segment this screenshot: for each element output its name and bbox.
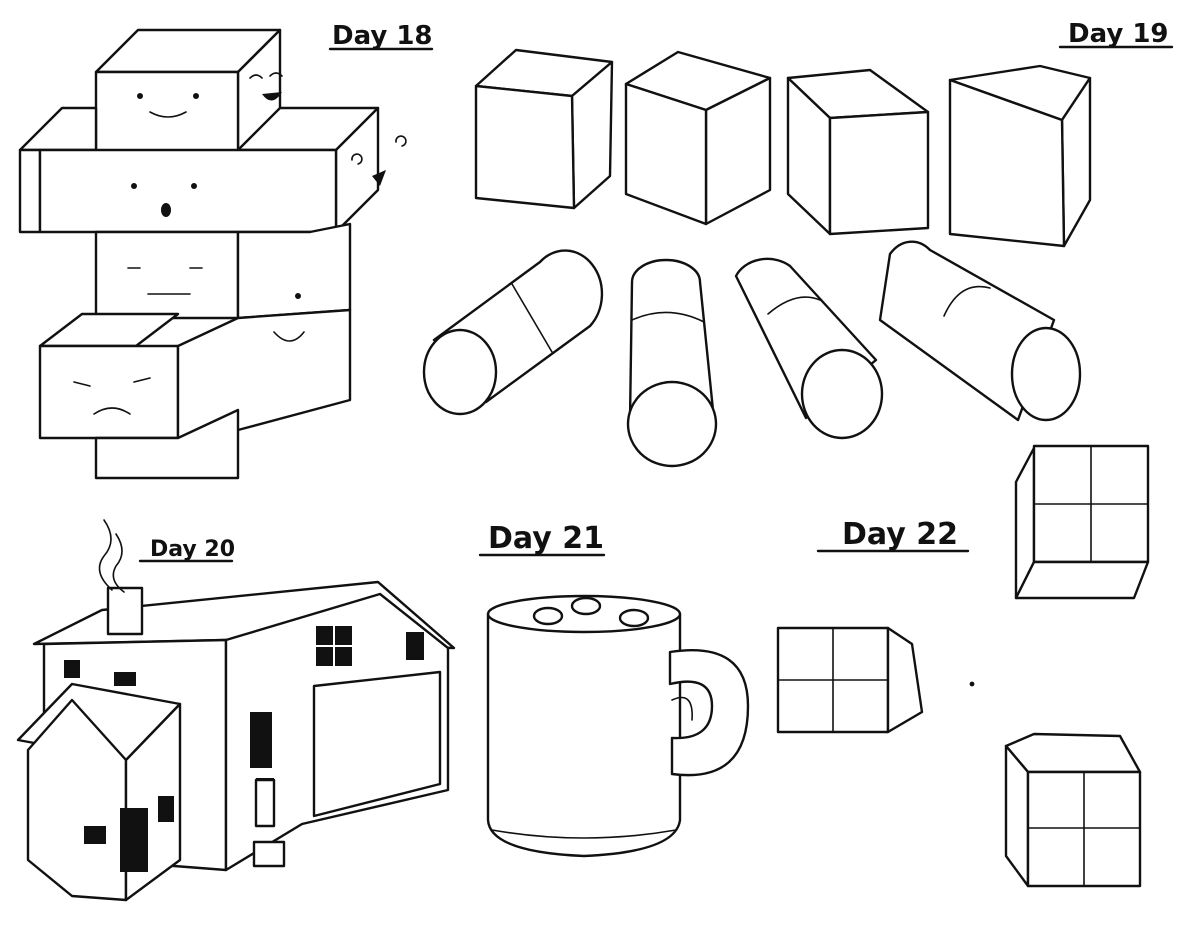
day19-label: Day 19 [1068,19,1169,49]
day21-label: Day 21 [488,521,604,556]
day19-cylinder-4 [878,240,1082,422]
day19-cube-1 [474,48,614,210]
day18-label: Day 18 [332,21,433,51]
day19-cube-3 [786,68,930,236]
vanishing-point-dot [969,681,975,687]
day22-label: Day 22 [842,517,958,552]
day19-cube-2 [624,50,772,226]
face-surprised-center [131,183,197,217]
day20-label: Day 20 [150,537,235,562]
day22-cube-top-right [1014,444,1150,600]
day19-cylinder-2 [626,258,718,468]
day20-house [16,519,456,902]
day21-mug [486,594,750,858]
face-neutral-lower [127,267,203,295]
day19-cylinder-3 [734,257,884,440]
face-happy-top [137,93,199,118]
day22-cube-left [776,626,924,734]
day18-cross-block [18,28,407,480]
day22-cube-bottom-right [1004,732,1142,888]
face-sad-bottom-left [73,377,151,415]
day19-cube-4 [948,64,1092,248]
day19-cylinder-1 [422,249,604,416]
face-wink-lower-right [273,293,305,342]
face-dizzy-right [351,135,407,186]
face-grin-top-right [249,72,283,101]
